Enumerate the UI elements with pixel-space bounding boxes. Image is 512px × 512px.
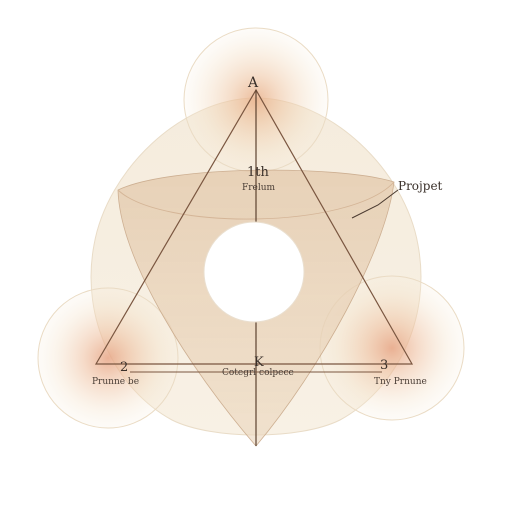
vertex-caption-left: Prunne be: [92, 377, 139, 387]
lobe-left: [37, 287, 179, 429]
funnel-rim: [117, 181, 395, 220]
center-lower-caption: Cotegrl colpece: [222, 368, 294, 378]
center-lower-label: K: [254, 355, 264, 370]
callout-line: [351, 189, 399, 219]
vertex-label-top: A: [247, 75, 259, 91]
center-upper-label: 1th: [247, 165, 269, 180]
center-hole: [203, 221, 305, 323]
center-upper-caption: Frelum: [242, 183, 276, 193]
vertex-caption-right: Tny Prnune: [374, 377, 427, 387]
main-triangle: [94, 88, 414, 365]
vertex-label-left: 2: [120, 360, 128, 375]
vertex-label-right: 3: [380, 358, 388, 373]
callout-label: Projpet: [398, 179, 443, 193]
